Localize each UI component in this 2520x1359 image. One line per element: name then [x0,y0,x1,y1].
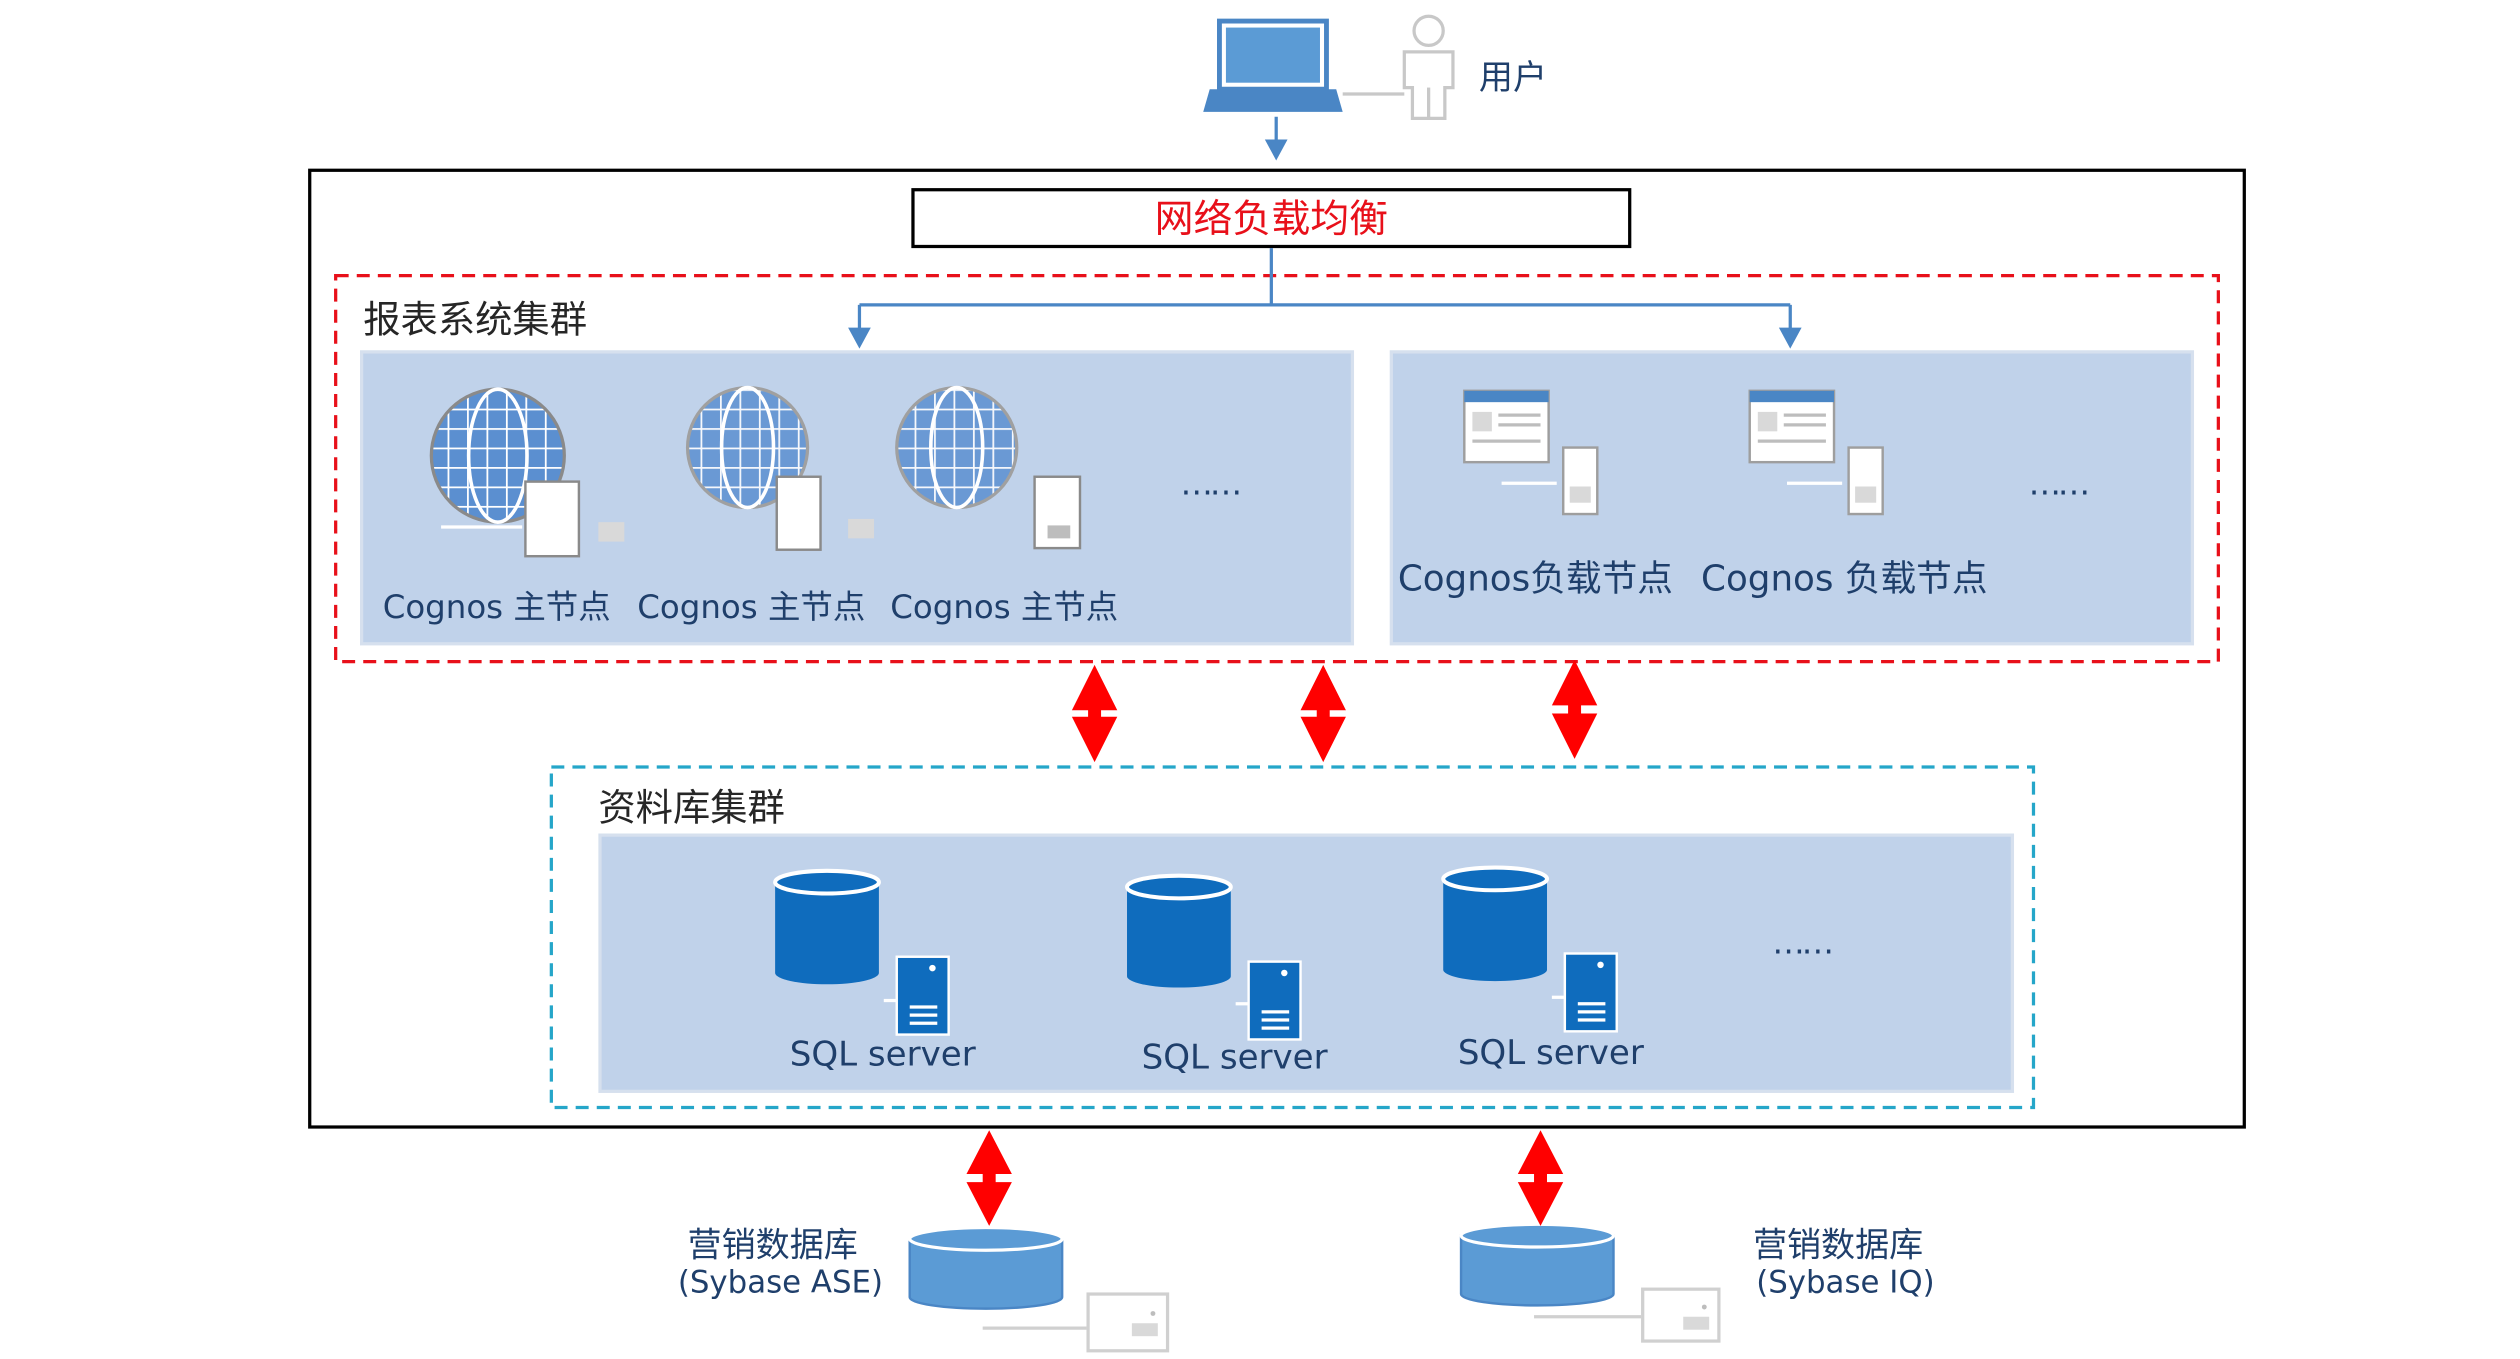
db-cluster-border [549,765,2036,1110]
double-arrow-icon [966,1130,1012,1226]
database-icon-sybase-iq [1459,1222,1721,1343]
user-label: 用户 [1478,58,1548,98]
double-arrow-icon [1551,659,1598,759]
external-db-sublabel-1: (Sybase ASE) [677,1264,884,1301]
external-db-sublabel-2: (Sybase IQ) [1756,1264,1935,1301]
external-db-label-2: 营销数据库 [1752,1225,1924,1265]
load-node-label-1: Cognos负载节点 [1397,559,1673,600]
sql-server-label-1: SQL server [789,1034,976,1074]
laptop-icon [1203,18,1405,112]
report-cluster-label: 报表系统集群 [363,299,588,343]
double-arrow-icon [1517,1130,1564,1226]
double-arrow-icon [1300,664,1346,763]
load-balancer-label: 网络负载均衡 [1154,196,1389,242]
report-cluster-border [334,274,2220,664]
master-node-label-2: Cognos 主节点 [637,587,866,626]
db-cluster-label: 资料库集群 [598,788,785,831]
system-boundary [308,168,2246,1129]
database-server-icon-2 [1124,873,1302,1041]
globe-server-icon-2 [685,385,875,551]
load-node-label-2: Cognos 负载节点 [1701,559,1988,600]
database-icon-sybase-ase [908,1225,1170,1353]
sql-server-label-3: SQL server [1457,1032,1644,1072]
app-window-server-icon-2 [1748,389,1884,516]
globe-server-icon-3 [895,385,1082,550]
load-balancer-box [911,188,1632,249]
double-arrow-icon [1071,664,1118,763]
red-double-arrows [966,659,1598,1226]
app-window-server-icon-1 [1463,389,1599,516]
user-icon [1402,14,1455,120]
connector-arrowheads [848,139,1802,349]
master-node-label-3: Cognos 主节点 [890,587,1119,626]
master-nodes-ellipsis: …… [1180,463,1243,503]
database-server-icon-1 [773,868,950,1036]
database-server-icon-3 [1441,865,1618,1033]
master-node-label-1: Cognos 主节点 [382,587,611,626]
external-db-label-1: 营销数据库 [687,1225,858,1265]
sql-server-label-2: SQL server [1141,1037,1328,1077]
load-nodes-ellipsis: …… [2028,463,2091,503]
db-nodes-ellipsis: …… [1772,922,1834,962]
globe-server-icon-1 [429,387,625,558]
